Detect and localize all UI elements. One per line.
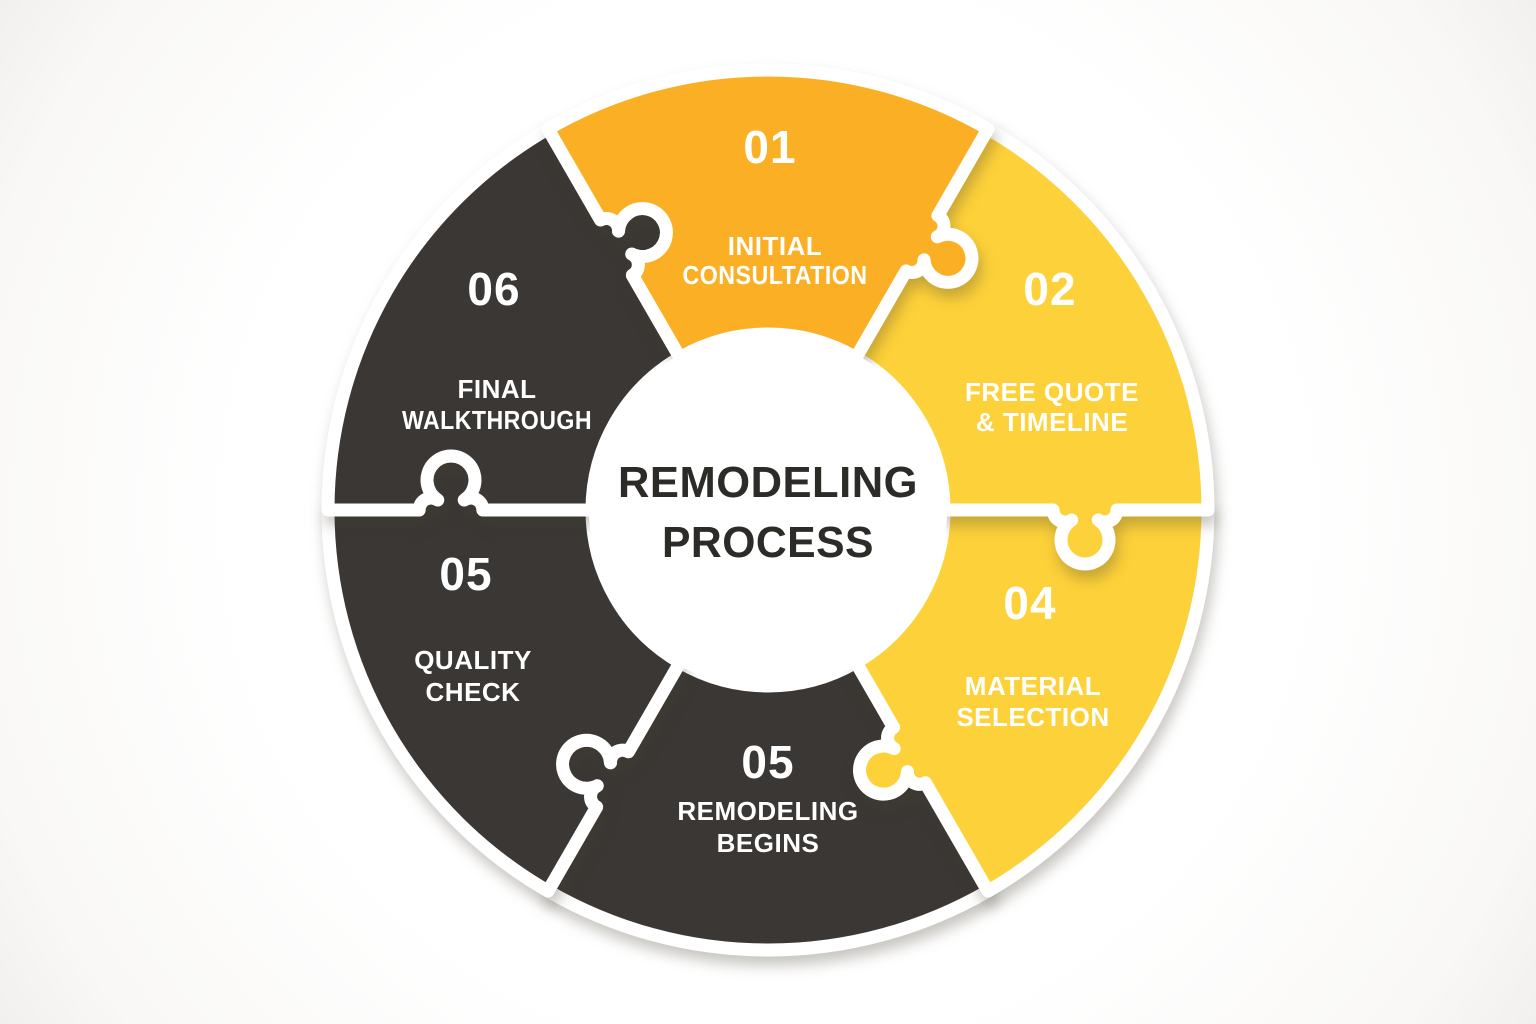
puzzle-piece-initial-consultation bbox=[541, 63, 995, 365]
segment-label-line: FINAL bbox=[457, 374, 536, 404]
center-title: REMODELING PROCESS bbox=[618, 458, 918, 567]
segment-number: 02 bbox=[1023, 263, 1076, 315]
puzzle-pieces-group bbox=[321, 63, 1215, 957]
segment-label-line: SELECTION bbox=[956, 702, 1109, 732]
segment-label-line: INITIAL bbox=[728, 231, 823, 261]
segment-text-free-quote-timeline: 02 FREE QUOTE & TIMELINE bbox=[965, 263, 1139, 437]
center-circle bbox=[589, 331, 947, 689]
segment-text-remodeling-begins: 05 REMODELING BEGINS bbox=[677, 736, 858, 858]
segment-text-final-walkthrough: 06 FINAL WALKTHROUGH bbox=[402, 263, 592, 435]
segment-number: 06 bbox=[467, 263, 520, 315]
segment-label-line: MATERIAL bbox=[965, 671, 1101, 701]
segment-label-line: WALKTHROUGH bbox=[402, 405, 592, 435]
segment-label-line: QUALITY bbox=[414, 645, 532, 675]
segment-label-line: REMODELING bbox=[677, 796, 858, 826]
segment-text-material-selection: 04 MATERIAL SELECTION bbox=[956, 577, 1109, 732]
segment-number: 04 bbox=[1003, 577, 1056, 629]
segment-label-line: FREE QUOTE bbox=[965, 377, 1139, 407]
segment-label-line: BEGINS bbox=[717, 828, 820, 858]
segment-text-initial-consultation: 01 INITIAL CONSULTATION bbox=[683, 121, 868, 290]
segment-label-line: CONSULTATION bbox=[683, 260, 868, 290]
segment-label-line: CHECK bbox=[426, 677, 521, 707]
segment-label-line: & TIMELINE bbox=[976, 407, 1128, 437]
segment-number: 05 bbox=[439, 548, 492, 600]
segment-number: 01 bbox=[743, 121, 796, 173]
segment-number: 05 bbox=[741, 736, 794, 788]
segment-text-quality-check: 05 QUALITY CHECK bbox=[414, 548, 532, 707]
center-title-line: REMODELING bbox=[618, 458, 918, 507]
center-title-line: PROCESS bbox=[662, 518, 874, 567]
